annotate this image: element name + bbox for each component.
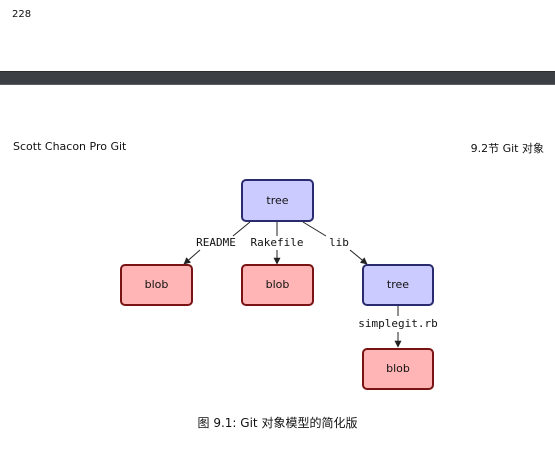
blob-simplegit-node: blob: [362, 348, 434, 390]
blob-simplegit-label: blob: [386, 362, 410, 375]
edge-root-to-lib: [349, 249, 368, 265]
lib-tree-node: tree: [362, 264, 434, 306]
root-tree-node: tree: [241, 179, 314, 222]
edge-label-readme: README: [196, 236, 236, 249]
blob-rakefile-node: blob: [241, 264, 314, 306]
page-number: 228: [12, 9, 32, 20]
figure-caption: 图 9.1: Git 对象模型的简化版: [197, 416, 358, 430]
edge-label-rakefile: Rakefile: [251, 236, 304, 249]
edge-root-to-readme-stem: [232, 221, 251, 237]
page-divider-bar: [0, 71, 555, 85]
edge-root-to-lib-stem: [302, 221, 327, 237]
edge-root-to-readme: [183, 249, 201, 265]
running-head-right: 9.2节 Git 对象: [470, 142, 544, 155]
blob-readme-node: blob: [120, 264, 193, 306]
root-tree-label: tree: [266, 194, 288, 207]
edge-label-lib: lib: [329, 236, 349, 249]
lib-tree-label: tree: [387, 278, 409, 291]
running-head-left: Scott Chacon Pro Git: [13, 140, 127, 153]
blob-rakefile-label: blob: [266, 278, 290, 291]
edge-label-simplegit: simplegit.rb: [358, 317, 437, 330]
blob-readme-label: blob: [145, 278, 169, 291]
